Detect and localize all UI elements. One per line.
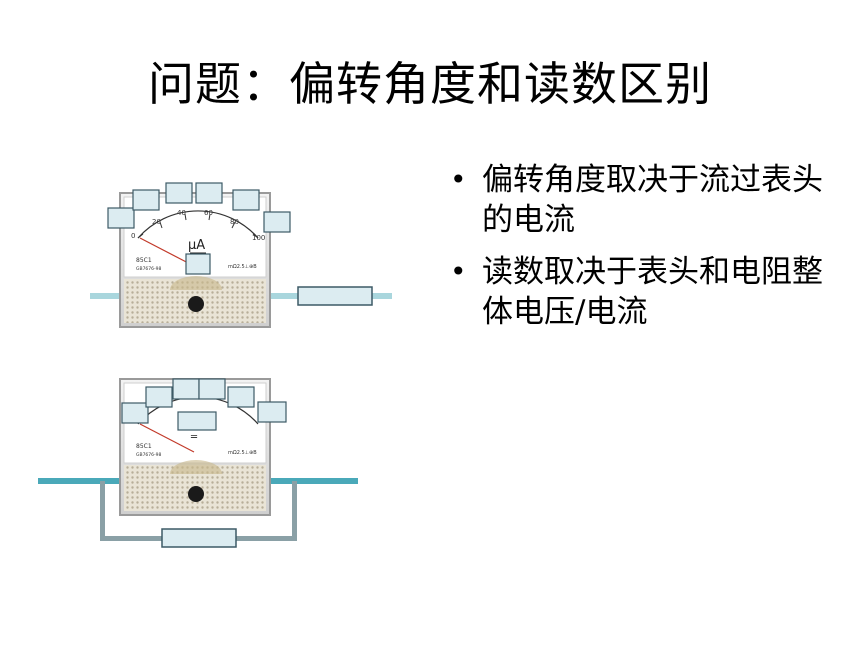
meter-needle (139, 237, 195, 267)
ammeter-1: 0 20 40 60 80 100 μA 85C1 GB7676-98 mΩ2.… (107, 182, 291, 328)
bullet-dot-icon: • (450, 255, 467, 288)
series-resistor (297, 286, 373, 306)
slide-title: 问题：偏转角度和读数区别 (148, 57, 712, 111)
scale-label: 80 (230, 218, 239, 226)
adjust-knob-icon (188, 296, 204, 312)
scale-label: 20 (152, 218, 161, 226)
wire-middle (270, 293, 298, 299)
scale-label: 100 (252, 234, 265, 242)
unit-label: μA (188, 238, 205, 253)
bullet-item: • 偏转角度取决于流过表头的电流 (448, 160, 848, 240)
shunt-wire-right (292, 481, 297, 540)
scale-label: 0 (131, 232, 135, 240)
bullet-list: • 偏转角度取决于流过表头的电流 • 读数取决于表头和电阻整体电压/电流 (448, 160, 848, 344)
ammeter-2: ═ 85C1 GB7676-98 mΩ2.5⊥⊕B (119, 378, 287, 516)
class-label: mΩ2.5⊥⊕B (228, 264, 257, 270)
wire-right (270, 478, 358, 484)
scale-label: 40 (177, 209, 186, 217)
standard-label: GB7676-98 (136, 266, 162, 272)
bullet-item: • 读数取决于表头和电阻整体电压/电流 (448, 252, 848, 332)
label-boxes (107, 182, 291, 275)
scale-label: 60 (204, 209, 213, 217)
model-label: 85C1 (136, 257, 152, 264)
model-label: 85C1 (136, 443, 152, 450)
meter-needle (139, 423, 195, 453)
meter-1-circuit: 0 20 40 60 80 100 μA 85C1 GB7676-98 mΩ2.… (90, 182, 392, 328)
adjust-knob-icon (188, 486, 204, 502)
shunt-wire-left (100, 481, 105, 540)
bullet-dot-icon: • (450, 163, 467, 196)
class-label: mΩ2.5⊥⊕B (228, 450, 257, 456)
scale-arc (137, 210, 259, 239)
wire-right (372, 293, 392, 299)
standard-label: GB7676-98 (136, 452, 162, 458)
meter-2-circuit: ═ 85C1 GB7676-98 mΩ2.5⊥⊕B (38, 378, 358, 548)
bullet-text: 读数取决于表头和电阻整体电压/电流 (482, 254, 823, 330)
bullet-text: 偏转角度取决于流过表头的电流 (482, 162, 823, 238)
shunt-resistor (161, 528, 237, 548)
label-boxes (121, 378, 287, 431)
wire-left (38, 478, 120, 484)
dc-symbol: ═ (190, 432, 198, 443)
wire-left (90, 293, 120, 299)
